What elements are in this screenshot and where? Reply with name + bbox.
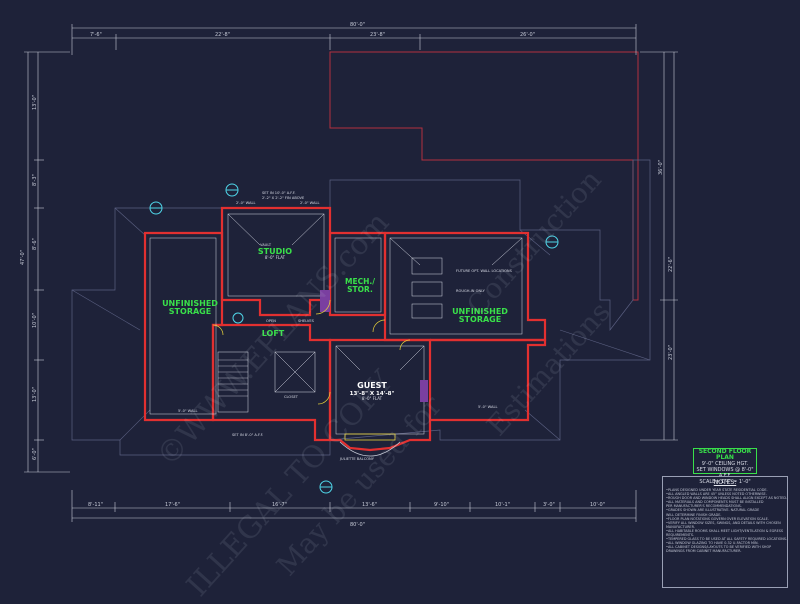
- dim-left-b: 8'-3": [32, 174, 38, 186]
- note-open: OPEN: [266, 319, 276, 323]
- title-block-line3: SCALE= 1/4" = 1'-0": [699, 479, 751, 485]
- note-closet: CLOSET: [284, 395, 299, 399]
- room-name: UNFINISHED STORAGE: [452, 307, 508, 325]
- room-unfinished-storage-right: UNFINISHED STORAGE: [450, 307, 510, 325]
- dim-bottom-b: 17'-6": [165, 502, 180, 508]
- dim-top-d: 26'-0": [520, 32, 535, 38]
- room-sub: 8'-0" FLAT: [361, 395, 383, 401]
- roof-lines: [71, 207, 651, 441]
- dim-left-c: 8'-6": [32, 238, 38, 250]
- dim-bottom-h: 10'-0": [590, 502, 605, 508]
- notes-line: •TEMPERED GLASS TO BE USED AT ALL SAFETY…: [666, 537, 787, 542]
- notes-line: •GRADES SHOWN ARE ILLUSTRATIVE. NATURAL …: [666, 508, 760, 513]
- bottom-dimensions: [71, 490, 637, 522]
- note-rough: ROUGH-IN ONLY: [456, 289, 486, 293]
- room-unfinished-storage-left: UNFINISHED STORAGE: [160, 299, 220, 317]
- dim-left-e: 13'-0": [32, 387, 38, 402]
- dim-left-f: 6'-0": [32, 448, 38, 460]
- mech-chase: [320, 290, 330, 312]
- note-set-in: SET IN 10'-0" A.F.F.: [262, 191, 296, 195]
- right-lower-wall: [430, 338, 547, 422]
- room-name: GUEST: [357, 381, 387, 390]
- title-block-line1: 9'-0" CEILING HGT.: [701, 461, 749, 467]
- note-wall-left: 5'-0" WALL: [178, 409, 197, 413]
- notes-line: •ROUGH DOOR AND WINDOW HEADS SHALL ALIGN…: [666, 496, 787, 501]
- right-dimensions: [640, 51, 678, 441]
- dim-bottom-g: 3'-0": [543, 502, 555, 508]
- note-set-in-b: SET IN 8'-0" A.F.F.: [232, 433, 263, 437]
- guest-window: [344, 433, 396, 441]
- doors: [212, 299, 411, 405]
- dim-left-d: 10'-0": [32, 313, 38, 328]
- notes-line: WILL DETERMINE FINISH GRADE.: [666, 512, 722, 517]
- dim-right-b: 23'-0": [668, 345, 674, 360]
- dim-bottom-c: 16'-7": [272, 502, 287, 508]
- room-studio: STUDIO 8'-0" FLAT: [252, 247, 298, 261]
- room-mech-stor: MECH./ STOR.: [340, 278, 380, 294]
- room-loft: LOFT: [258, 329, 288, 338]
- room-name: MECH./ STOR.: [345, 277, 375, 294]
- notes-line: •PLANS DESIGNED UNDER YEAR STATE RESIDEN…: [666, 488, 768, 492]
- title-block-title: SECOND FLOOR PLAN: [698, 448, 752, 461]
- notes-line: •ALL ANGLED WALLS ARE 45° UNLESS NOTED O…: [666, 492, 767, 497]
- dim-bottom-e: 9'-10": [434, 502, 449, 508]
- dim-bottom-a: 8'-11": [88, 502, 103, 508]
- notes-line: REQUIREMENTS.: [666, 533, 695, 538]
- room-name: STUDIO: [257, 247, 293, 256]
- note-balcony: JULIETTE BALCONY: [339, 457, 375, 461]
- dim-left-a: 13'-0": [32, 95, 38, 110]
- dim-top-overall: 80'-0": [350, 22, 365, 28]
- notes-line: •FLOOR PLAN NOTATIONS GOVERN OVER ELEVAT…: [666, 516, 769, 521]
- room-sub: 8'-0" FLAT: [264, 255, 286, 261]
- room-name: LOFT: [261, 329, 285, 338]
- dim-right-a: 22'-6": [668, 257, 674, 272]
- dim-top-a: 7'-6": [90, 32, 102, 38]
- dim-top-b: 22'-8": [215, 32, 230, 38]
- notes-line: •ALL HABITABLE ROOMS SHALL MEET LIGHT/VE…: [666, 528, 784, 533]
- note-future: FUTURE OPT. WALL LOCATIONS: [456, 269, 513, 273]
- section-markers: [149, 183, 559, 494]
- notes-line: PER MANUFACTURER'S RECOMMENDATIONS.: [666, 504, 742, 509]
- top-dimensions: [71, 24, 637, 55]
- room-name: UNFINISHED STORAGE: [162, 299, 218, 317]
- guest-wall: [328, 338, 432, 452]
- note-studio-wall-a: 2'-0" WALL: [236, 201, 255, 205]
- guest-chase: [420, 380, 428, 402]
- dim-right-overall: 36'-0": [658, 160, 664, 175]
- notes-block: NOTES: •PLANS DESIGNED UNDER YEAR STATE …: [662, 476, 788, 588]
- dimension-labels: 80'-0" 7'-6" 22'-8" 23'-8" 26'-0" 80'-0"…: [20, 22, 674, 528]
- dim-left-overall: 47'-0": [20, 250, 26, 265]
- note-fin-above: 2'-2" X 2'-2" FIN ABOVE: [262, 196, 305, 200]
- dim-top-c: 23'-8": [370, 32, 385, 38]
- roof-hip-outline: [71, 159, 651, 456]
- dim-bottom-d: 13'-6": [362, 502, 377, 508]
- notes-line: MANUFACTURER.: [666, 524, 695, 529]
- title-block: SECOND FLOOR PLAN 9'-0" CEILING HGT. SET…: [693, 448, 757, 485]
- left-dimensions: [24, 51, 70, 473]
- note-studio-wall-b: 2'-0" WALL: [300, 201, 319, 205]
- note-shelves: SHELVES: [298, 319, 315, 323]
- notes-line: •ALL WINDOW GLAZING TO HAVE 0.32 U-FACTO…: [666, 541, 759, 546]
- notes-line: •ALL MATERIALS AND COMPONENTS MUST BE IN…: [666, 500, 764, 505]
- dim-bottom-overall: 80'-0": [350, 522, 365, 528]
- notes-line: •VERIFY ALL WINDOW SIZES, SWINGS, AND DE…: [666, 520, 781, 525]
- note-vault: VAULT: [260, 243, 272, 247]
- stairs: [218, 359, 248, 397]
- juliette-balcony-arc: [339, 441, 401, 457]
- room-guest: GUEST 13'-8" X 14'-8" 8'-0" FLAT: [345, 381, 399, 401]
- dim-bottom-f: 10'-1": [495, 502, 510, 508]
- studio-wall: [220, 206, 332, 317]
- notes-heading: NOTES:: [713, 479, 737, 486]
- notes-line: •ALL CABINET DESIGNS/LAYOUTS TO BE VERIF…: [666, 545, 772, 550]
- room-size: 13'-8" X 14'-8": [349, 390, 395, 397]
- notes-line: DRAWINGS FROM CABINET MANUFACTURER.: [666, 549, 742, 554]
- annotations: SET IN 10'-0" A.F.F. 2'-2" X 2'-2" FIN A…: [178, 191, 513, 461]
- note-wall-right: 5'-0" WALL: [478, 405, 497, 409]
- section-marker-mid: [232, 312, 244, 324]
